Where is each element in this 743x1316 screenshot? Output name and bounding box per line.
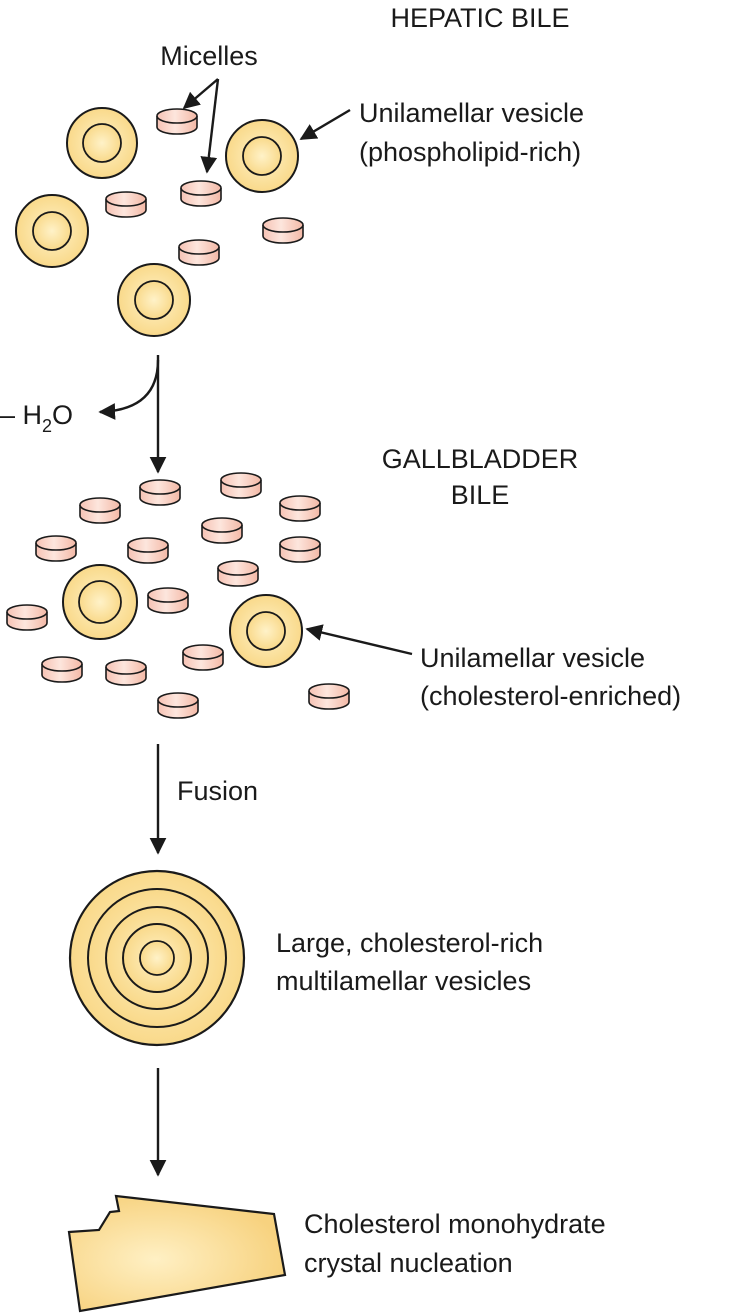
phospholipid-vesicle-label-line2: (phospholipid-rich)	[359, 137, 581, 167]
micelle	[279, 495, 321, 522]
micelle	[127, 537, 169, 564]
gallbladder-bile-title-line2: BILE	[451, 480, 510, 510]
multilamellar-vesicle	[68, 869, 246, 1047]
micelle	[147, 587, 189, 614]
micelle	[41, 656, 83, 683]
micelle	[308, 683, 350, 710]
multilamellar-label-line1: Large, cholesterol-rich	[276, 928, 543, 958]
phospholipid-vesicle-label-line1: Unilamellar vesicle	[359, 98, 584, 128]
micelles-arrow-1	[182, 78, 219, 110]
micelles-label: Micelles	[160, 41, 258, 71]
micelle	[6, 604, 48, 631]
unilamellar-vesicle	[117, 263, 191, 337]
unilamellar-vesicle	[225, 119, 299, 193]
cholesterol-vesicle-label-line2: (cholesterol-enriched)	[420, 681, 681, 711]
micelle	[79, 497, 121, 524]
crystal-label-line2: crystal nucleation	[304, 1248, 513, 1278]
unilamellar-vesicle	[62, 564, 138, 640]
unilamellar-vesicle	[229, 594, 303, 668]
micelle	[279, 536, 321, 563]
micelle	[182, 644, 224, 671]
micelle	[201, 517, 243, 544]
multilamellar-label-line2: multilamellar vesicles	[276, 966, 531, 996]
cholesterol-vesicle-arrow	[305, 624, 413, 656]
micelle	[178, 239, 220, 266]
micelle	[220, 472, 262, 499]
micelle	[157, 692, 199, 719]
phospholipid-vesicle-arrow	[299, 108, 351, 141]
micelle	[156, 108, 198, 135]
fusion-label: Fusion	[177, 776, 258, 806]
water-loss-label: – H2O	[0, 400, 73, 436]
micelle	[217, 560, 259, 587]
unilamellar-vesicle	[15, 194, 89, 268]
micelle	[180, 180, 222, 207]
micelle	[35, 535, 77, 562]
cholesterol-vesicle-label-line1: Unilamellar vesicle	[420, 643, 645, 673]
micelles-arrow-2	[200, 78, 220, 174]
micelle	[105, 659, 147, 686]
crystal-label-line1: Cholesterol monohydrate	[304, 1209, 606, 1239]
gallbladder-bile-title-line1: GALLBLADDER	[382, 444, 579, 474]
water-loss-arrow	[98, 359, 160, 420]
micelle	[139, 479, 181, 506]
unilamellar-vesicle	[66, 107, 138, 179]
micelle	[262, 217, 304, 244]
hepatic-bile-title: HEPATIC BILE	[390, 3, 569, 33]
micelle	[105, 191, 147, 218]
cholesterol-crystal	[67, 1194, 287, 1313]
